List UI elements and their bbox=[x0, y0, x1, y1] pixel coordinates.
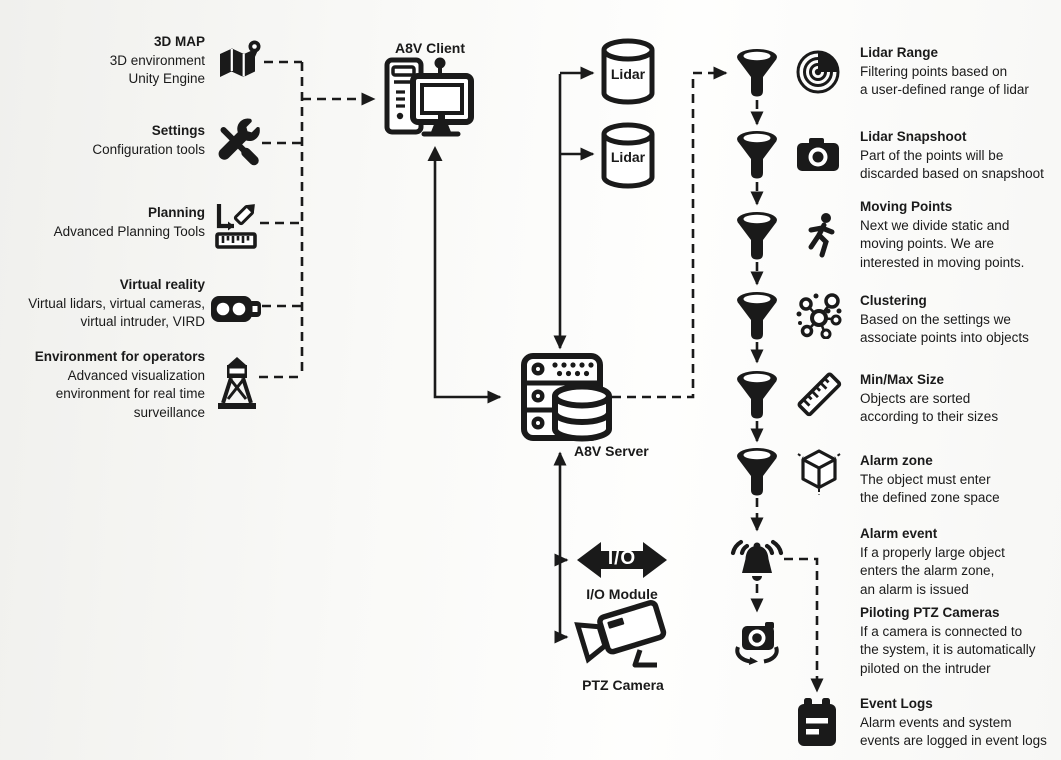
camera-icon bbox=[795, 134, 841, 174]
io-icon-text: I/O bbox=[607, 548, 637, 569]
step-title: Alarm zone bbox=[860, 453, 933, 468]
ptz-camera-icon bbox=[574, 598, 672, 676]
feature-desc: Virtual lidars, virtual cameras, virtual… bbox=[28, 295, 205, 330]
step-event-logs: Event Logs Alarm events and system event… bbox=[860, 695, 1061, 751]
step-moving-points: Moving Points Next we divide static and … bbox=[860, 198, 1060, 272]
step-desc: Part of the points will be discarded bas… bbox=[860, 147, 1044, 182]
feature-desc: Advanced Planning Tools bbox=[53, 223, 205, 239]
ptz-camera-label: PTZ Camera bbox=[582, 677, 664, 693]
step-title: Min/Max Size bbox=[860, 372, 945, 387]
lidar-db-icon bbox=[600, 38, 656, 106]
step-title: Lidar Snapshoot bbox=[860, 129, 967, 144]
step-lidar-range: Lidar Range Filtering points based on a … bbox=[860, 44, 1060, 100]
feature-desc: 3D environment Unity Engine bbox=[109, 52, 205, 87]
feature-3d-map: 3D MAP 3D environment Unity Engine bbox=[0, 33, 205, 89]
feature-title: Settings bbox=[151, 123, 205, 138]
step-desc: The object must enter the defined zone s… bbox=[860, 471, 1000, 506]
step-title: Clustering bbox=[860, 293, 927, 308]
ruler-icon bbox=[795, 370, 843, 418]
feature-environment-operators: Environment for operators Advanced visua… bbox=[0, 348, 205, 422]
feature-title: Planning bbox=[148, 205, 205, 220]
step-desc: If a camera is connected to the system, … bbox=[860, 623, 1036, 676]
step-title: Lidar Range bbox=[860, 45, 939, 60]
lidar-label: Lidar bbox=[610, 66, 646, 82]
feature-desc: Advanced visualization environment for r… bbox=[55, 367, 205, 420]
feature-virtual-reality: Virtual reality Virtual lidars, virtual … bbox=[0, 276, 205, 332]
step-clustering: Clustering Based on the settings we asso… bbox=[860, 292, 1060, 348]
alarm-bell-icon bbox=[727, 536, 787, 584]
funnel-icon bbox=[735, 447, 779, 499]
step-title: Event Logs bbox=[860, 696, 933, 711]
funnel-icon bbox=[735, 291, 779, 343]
step-desc: Filtering points based on a user-defined… bbox=[860, 63, 1029, 98]
lidar-label: Lidar bbox=[610, 149, 646, 165]
step-alarm-zone: Alarm zone The object must enter the def… bbox=[860, 452, 1060, 508]
feature-settings: Settings Configuration tools bbox=[0, 122, 205, 159]
feature-desc: Configuration tools bbox=[92, 141, 205, 157]
server-icon bbox=[519, 352, 613, 446]
feature-planning: Planning Advanced Planning Tools bbox=[0, 204, 205, 241]
step-title: Piloting PTZ Cameras bbox=[860, 605, 1000, 620]
io-module-label: I/O Module bbox=[586, 586, 658, 602]
step-desc: If a properly large object enters the al… bbox=[860, 544, 1005, 597]
step-title: Alarm event bbox=[860, 526, 938, 541]
cube-icon bbox=[796, 446, 842, 496]
event-log-icon bbox=[794, 697, 840, 749]
vr-headset-icon bbox=[210, 289, 262, 329]
feature-title: 3D MAP bbox=[153, 34, 205, 49]
step-desc: Alarm events and system events are logge… bbox=[860, 714, 1047, 749]
funnel-icon bbox=[735, 370, 779, 422]
cluster-icon bbox=[795, 291, 843, 339]
funnel-icon bbox=[735, 130, 779, 182]
step-min-max-size: Min/Max Size Objects are sorted accordin… bbox=[860, 371, 1060, 427]
step-desc: Based on the settings we associate point… bbox=[860, 311, 1029, 346]
step-lidar-snapshoot: Lidar Snapshoot Part of the points will … bbox=[860, 128, 1060, 184]
step-desc: Objects are sorted according to their si… bbox=[860, 390, 999, 425]
step-alarm-event: Alarm event If a properly large object e… bbox=[860, 525, 1060, 599]
server-label: A8V Server bbox=[574, 443, 649, 459]
step-desc: Next we divide static and moving points.… bbox=[860, 217, 1025, 270]
io-module-icon bbox=[576, 537, 668, 583]
rotating-camera-icon bbox=[729, 617, 785, 665]
feature-title: Environment for operators bbox=[34, 349, 205, 364]
feature-title: Virtual reality bbox=[119, 277, 205, 292]
watchtower-icon bbox=[215, 356, 259, 410]
funnel-icon bbox=[735, 211, 779, 263]
step-title: Moving Points bbox=[860, 199, 953, 214]
lidar-db-icon bbox=[600, 122, 656, 190]
radar-icon bbox=[795, 49, 841, 95]
step-piloting-ptz-cameras: Piloting PTZ Cameras If a camera is conn… bbox=[860, 604, 1061, 678]
planning-icon bbox=[212, 198, 260, 250]
tools-icon bbox=[214, 118, 262, 166]
client-computer-icon bbox=[383, 56, 475, 144]
client-label: A8V Client bbox=[394, 40, 465, 56]
map-icon bbox=[216, 38, 264, 86]
funnel-icon bbox=[735, 48, 779, 100]
running-person-icon bbox=[798, 211, 838, 259]
